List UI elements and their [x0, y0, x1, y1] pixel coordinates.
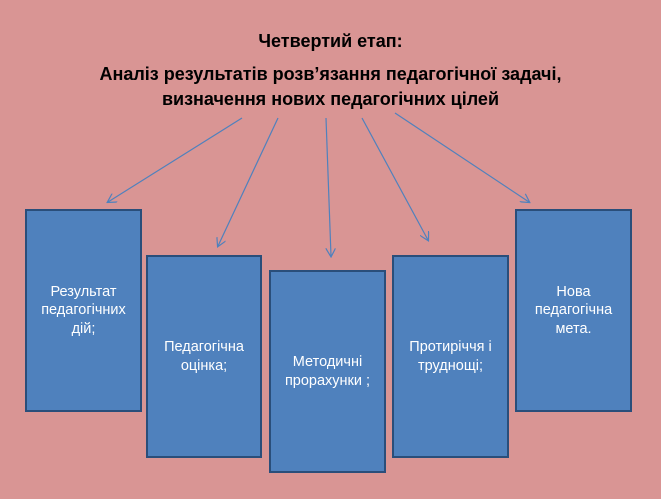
box-pedagogical-assessment: Педагогічна оцінка; — [146, 255, 262, 458]
box-label: Протиріччя і труднощі; — [409, 339, 492, 374]
box-contradictions-and-difficulties: Протиріччя і труднощі; — [392, 255, 509, 458]
box-label: Результат педагогічних дій; — [41, 284, 126, 337]
stage-subtitle-line-1: Аналіз результатів розв’язання педагогіч… — [99, 64, 562, 84]
stage-subtitle-line-2: визначення нових педагогічних цілей — [161, 89, 500, 109]
arrow-to-box-5 — [394, 112, 529, 202]
arrow-to-box-2 — [218, 117, 279, 246]
box-label: Педагогічна оцінка; — [164, 339, 244, 374]
box-result-of-pedagogical-actions: Результат педагогічних дій; — [25, 209, 142, 412]
box-methodical-miscalculations: Методичні прорахунки ; — [269, 270, 386, 473]
arrow-to-box-3 — [325, 117, 331, 256]
box-new-pedagogical-goal: Нова педагогічна мета. — [515, 209, 632, 412]
stage-title: Четвертий етап: — [258, 31, 403, 51]
arrow-to-box-4 — [361, 117, 428, 240]
box-label: Методичні прорахунки ; — [284, 354, 371, 389]
box-label: Нова педагогічна мета. — [534, 284, 613, 337]
arrow-to-box-1 — [108, 117, 243, 202]
